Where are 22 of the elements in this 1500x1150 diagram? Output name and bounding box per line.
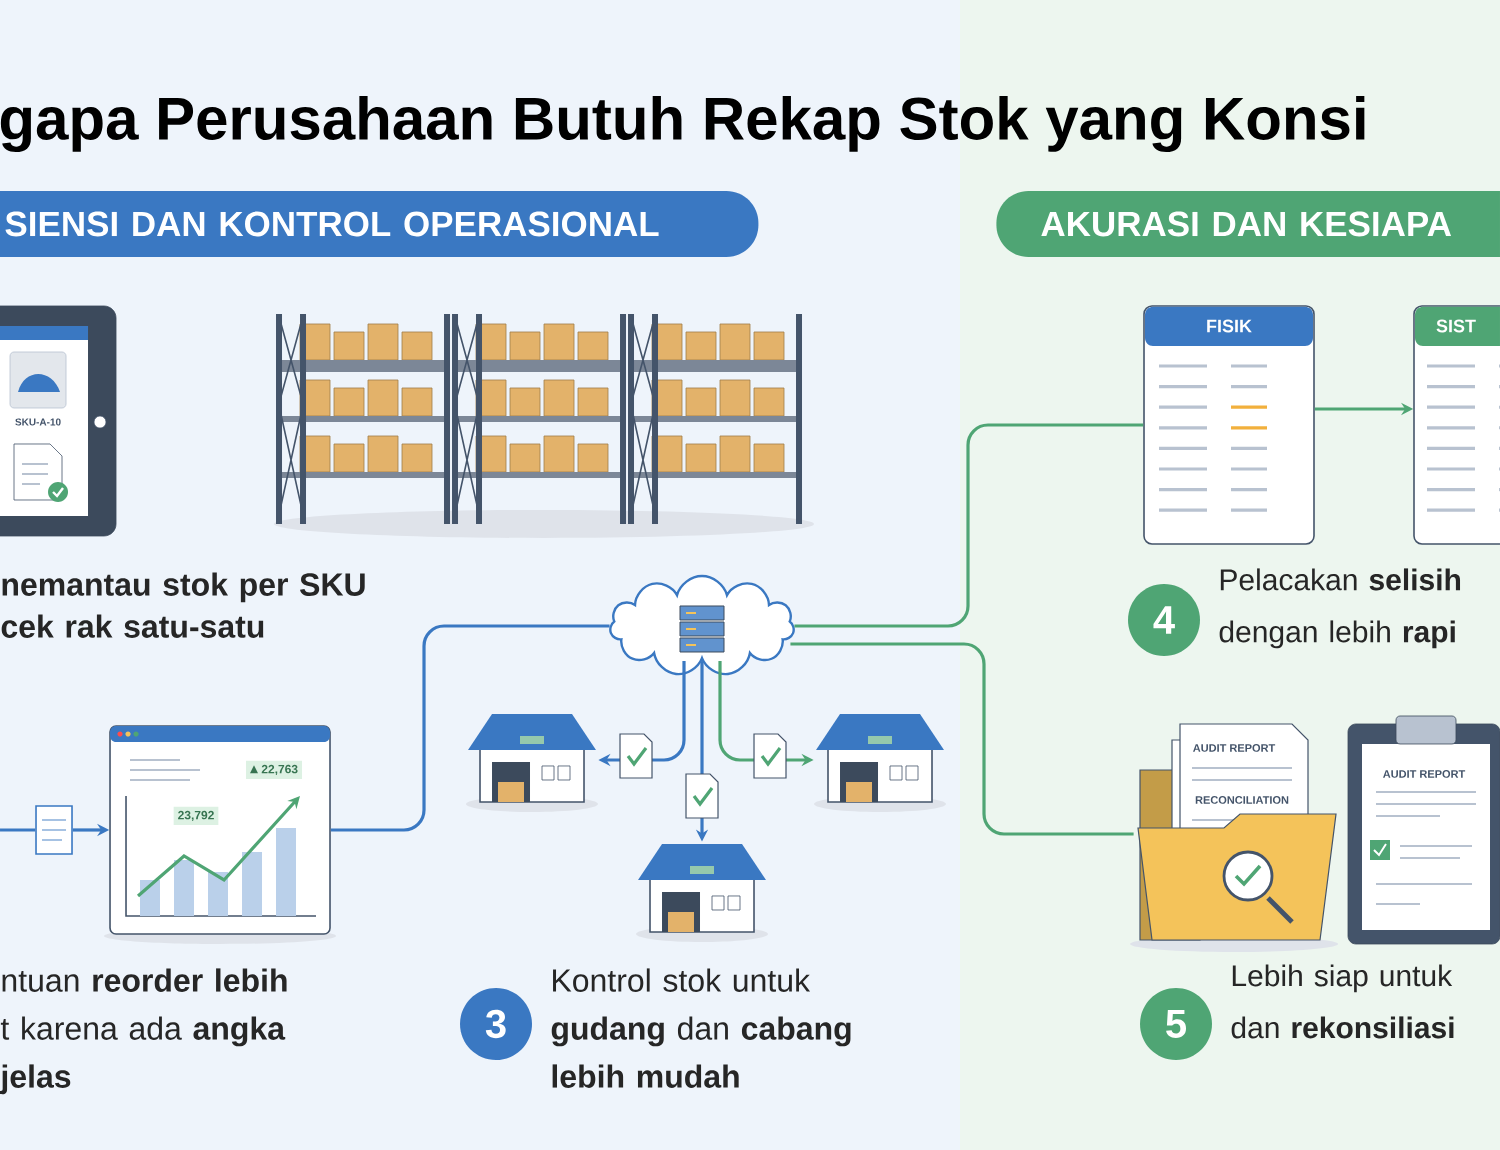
item-text: Kontrol stok untuk gudang dan cabang lebih mudah [551, 968, 851, 1088]
warehouse-drawing [466, 714, 598, 812]
item-text: Lebih siap untuk dan rekonsiliasi [1231, 964, 1454, 1039]
item-text: nemantau stok per SKU cek rak satu-satu [1, 572, 365, 638]
connector [330, 624, 610, 832]
table-header: FISIK [1207, 319, 1252, 333]
number-badge: 5 [1140, 988, 1212, 1060]
number-badge: 3 [460, 988, 532, 1060]
item-text: ntuan reorder lebih t karena ada angka jelas [0, 968, 287, 1095]
section-banner: AKURASI DAN KESIAPA [996, 191, 1500, 257]
warehouse-drawing [636, 844, 768, 942]
warehouse-drawing [814, 714, 946, 812]
item-text: Pelacakan selisih dengan lebih rapi [1219, 568, 1460, 649]
table-header: SIST [1436, 319, 1476, 333]
connector [790, 642, 1134, 836]
connector [0, 828, 36, 832]
connector [794, 423, 1144, 628]
section-banner: SIENSI DAN KONTROL OPERASIONAL [0, 191, 759, 257]
document-icon [35, 805, 73, 855]
number-badge: 4 [1128, 584, 1200, 656]
cloud-server-drawing [609, 574, 795, 676]
title: gapa Perusahaan Butuh Rekap Stok yang Konsi [0, 95, 1365, 153]
